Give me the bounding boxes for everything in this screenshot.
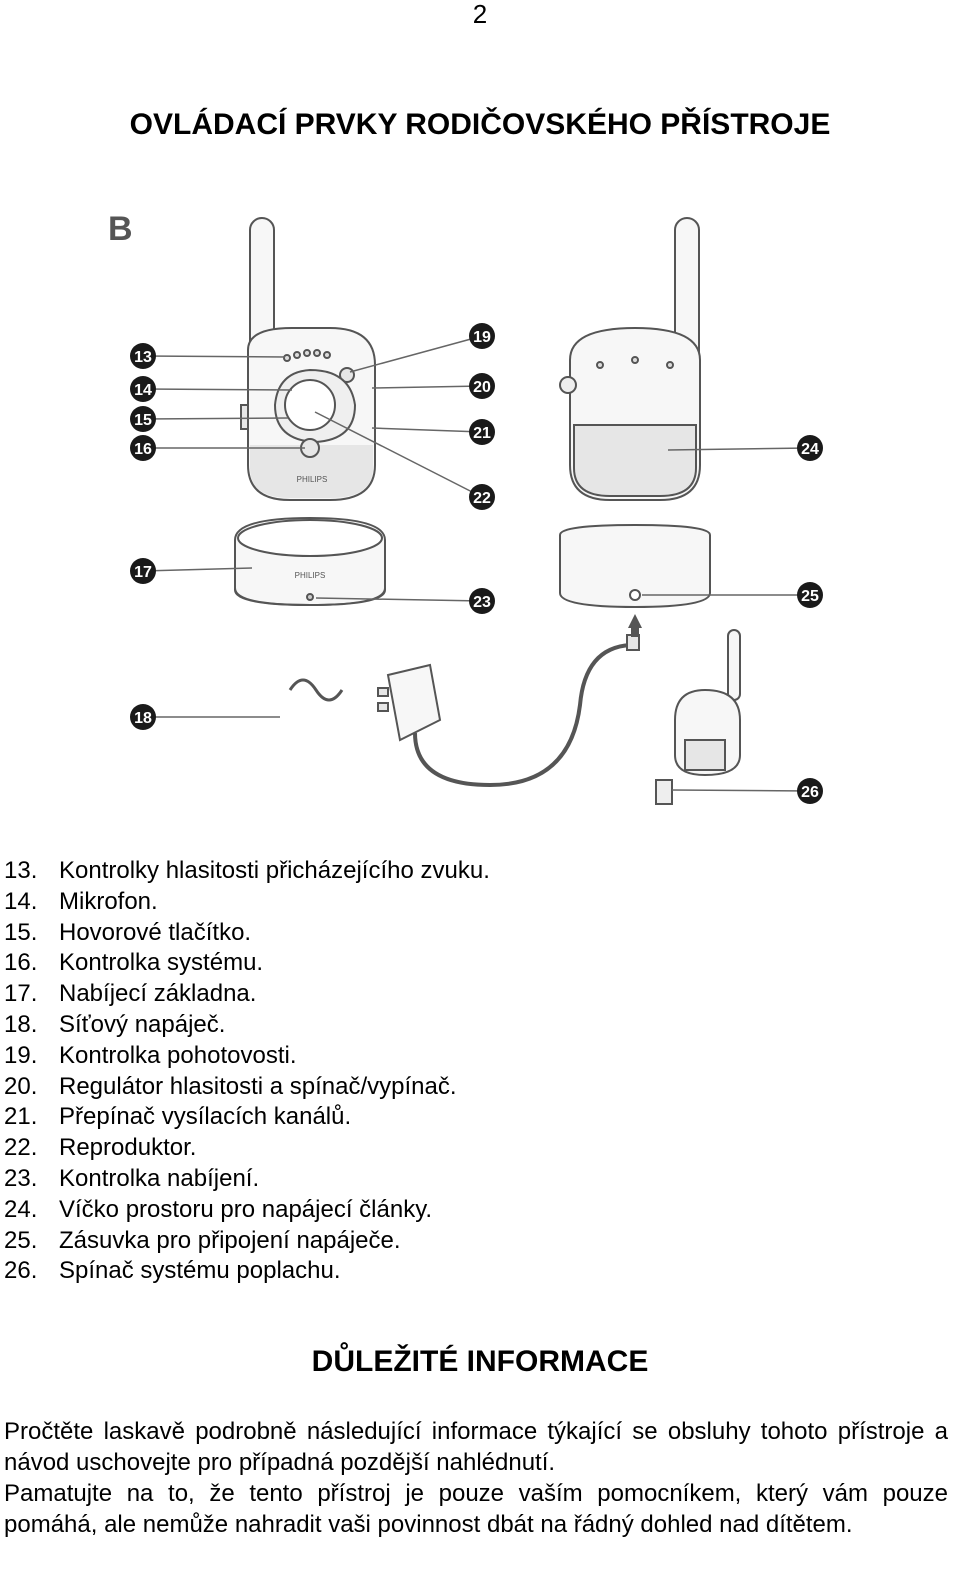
legend-item-text: Víčko prostoru pro napájecí články.: [59, 1195, 433, 1223]
legend-item-text: Přepínač vysílacích kanálů.: [59, 1103, 352, 1131]
legend-item-number: 15.: [4, 918, 38, 946]
callout-leader-line: [371, 427, 483, 433]
paragraph-instructions: Pročtěte laskavě podrobně následující in…: [4, 1418, 948, 1476]
section-title-controls: OVLÁDACÍ PRVKY RODIČOVSKÉHO PŘÍSTROJE: [129, 108, 831, 141]
legend-item: 22. Reproduktor.: [4, 1133, 490, 1164]
legend-item: 17. Nabíjecí základna.: [4, 979, 490, 1010]
device-diagram: B PHILIPS: [100, 200, 860, 820]
legend-item: 13. Kontrolky hlasitosti přicházejícího z…: [4, 856, 490, 887]
legend-item-text: Spínač systému poplachu.: [59, 1257, 341, 1285]
legend-item: 21. Přepínač vysílacích kanálů.: [4, 1102, 490, 1133]
parent-unit-front: PHILIPS: [240, 217, 376, 501]
callout-number: 16: [134, 441, 152, 458]
callout-marker: 15: [130, 406, 156, 432]
callout-marker: 26: [797, 778, 823, 804]
callout-leader-line: [349, 335, 483, 373]
legend-item-text: Reproduktor.: [59, 1134, 197, 1162]
figure-label: B: [108, 210, 133, 248]
legend-item-text: Kontrolka systému.: [59, 949, 264, 977]
callout-number: 15: [134, 412, 152, 429]
callout-number: 19: [473, 329, 491, 346]
callout-leader-line: [315, 597, 483, 602]
callout-marker: 24: [797, 435, 823, 461]
power-adapter: [288, 614, 642, 788]
charging-base-front: PHILIPS: [234, 516, 386, 607]
legend-item-text: Zásuvka pro připojení napáječe.: [59, 1226, 401, 1254]
legend-item-number: 21.: [4, 1103, 38, 1131]
callout-number: 17: [134, 564, 152, 581]
callout-leader-line: [314, 411, 483, 498]
callout-number: 21: [473, 425, 491, 442]
legend-item: 18. Síťový napáječ.: [4, 1010, 490, 1041]
callout-leader-line: [142, 355, 286, 358]
callout-number: 22: [473, 490, 491, 507]
legend-item-text: Hovorové tlačítko.: [59, 918, 252, 946]
charging-base-back: [559, 523, 711, 609]
legend-item-text: Regulátor hlasitosti a spínač/vypínač.: [59, 1072, 457, 1100]
callout-marker: 21: [469, 419, 495, 445]
legend-item-text: Nabíjecí základna.: [59, 980, 257, 1008]
legend-item-number: 18.: [4, 1010, 38, 1038]
callout-number: 20: [473, 379, 491, 396]
legend-item: 25. Zásuvka pro připojení napáječe.: [4, 1226, 490, 1257]
callout-marker: 16: [130, 435, 156, 461]
callout-marker: 14: [130, 376, 156, 402]
callout-marker: 13: [130, 343, 156, 369]
callout-marker: 25: [797, 582, 823, 608]
callout-number: 18: [134, 710, 152, 727]
legend-item: 15. Hovorové tlačítko.: [4, 918, 490, 949]
legend-item-number: 14.: [4, 887, 38, 915]
legend-item-number: 20.: [4, 1072, 38, 1100]
legend-item-number: 25.: [4, 1226, 38, 1254]
legend-item: 19. Kontrolka pohotovosti.: [4, 1041, 490, 1072]
brand-logo-front: PHILIPS: [297, 475, 328, 484]
legend-item: 23. Kontrolka nabíjení.: [4, 1164, 490, 1195]
legend-item-text: Kontrolka pohotovosti.: [59, 1041, 297, 1069]
legend-item-number: 22.: [4, 1134, 38, 1162]
legend-item-number: 16.: [4, 949, 38, 977]
parent-unit-back: [559, 217, 701, 501]
callout-leader-line: [142, 567, 253, 572]
legend-item-number: 23.: [4, 1164, 38, 1192]
callout-marker: 18: [130, 704, 156, 730]
callout-marker: 20: [469, 373, 495, 399]
callout-marker: 17: [130, 558, 156, 584]
legend-item-number: 13.: [4, 857, 38, 884]
callout-number: 13: [134, 349, 152, 366]
legend-item-text: Kontrolka nabíjení.: [59, 1164, 260, 1192]
legend-list: 13. Kontrolky hlasitosti přicházejícího z…: [4, 856, 490, 1287]
callout-leader-line: [671, 789, 811, 792]
callout-number: 23: [473, 594, 491, 611]
parent-unit-side-small: [655, 629, 741, 805]
callout-marker: 19: [469, 323, 495, 349]
legend-item-number: 19.: [4, 1041, 38, 1069]
legend-item-number: 24.: [4, 1195, 38, 1223]
callout-leader-line: [667, 447, 811, 451]
callout-marker: 23: [469, 588, 495, 614]
legend-item: 16. Kontrolka systému.: [4, 948, 490, 979]
legend-item-text: Síťový napáječ.: [59, 1010, 226, 1038]
legend-item-text: Kontrolky hlasitosti přicházejícího zvuk…: [59, 857, 490, 884]
callout-leader-line: [142, 417, 289, 420]
callout-leader-line: [371, 385, 483, 389]
callout-number: 26: [801, 784, 819, 801]
legend-item: 20. Regulátor hlasitosti a spínač/vypínač…: [4, 1072, 490, 1103]
page-number: 2: [472, 0, 488, 29]
callout-marker: 22: [469, 484, 495, 510]
callout-number: 25: [801, 588, 819, 605]
brand-logo-base: PHILIPS: [295, 571, 326, 580]
legend-item-number: 17.: [4, 980, 38, 1008]
callout-number: 14: [134, 382, 152, 399]
legend-item: 26. Spínač systému poplachu.: [4, 1256, 490, 1287]
legend-item-number: 26.: [4, 1257, 38, 1285]
section-title-important: DŮLEŽITÉ INFORMACE: [311, 1345, 649, 1378]
legend-item: 24. Víčko prostoru pro napájecí články.: [4, 1195, 490, 1226]
callout-leader-line: [142, 388, 293, 391]
legend-item: 14. Mikrofon.: [4, 887, 490, 918]
callout-number: 24: [801, 441, 819, 458]
legend-item-text: Mikrofon.: [59, 887, 158, 915]
paragraph-supervision: Pamatujte na to, že tento přístroj je po…: [4, 1480, 948, 1538]
